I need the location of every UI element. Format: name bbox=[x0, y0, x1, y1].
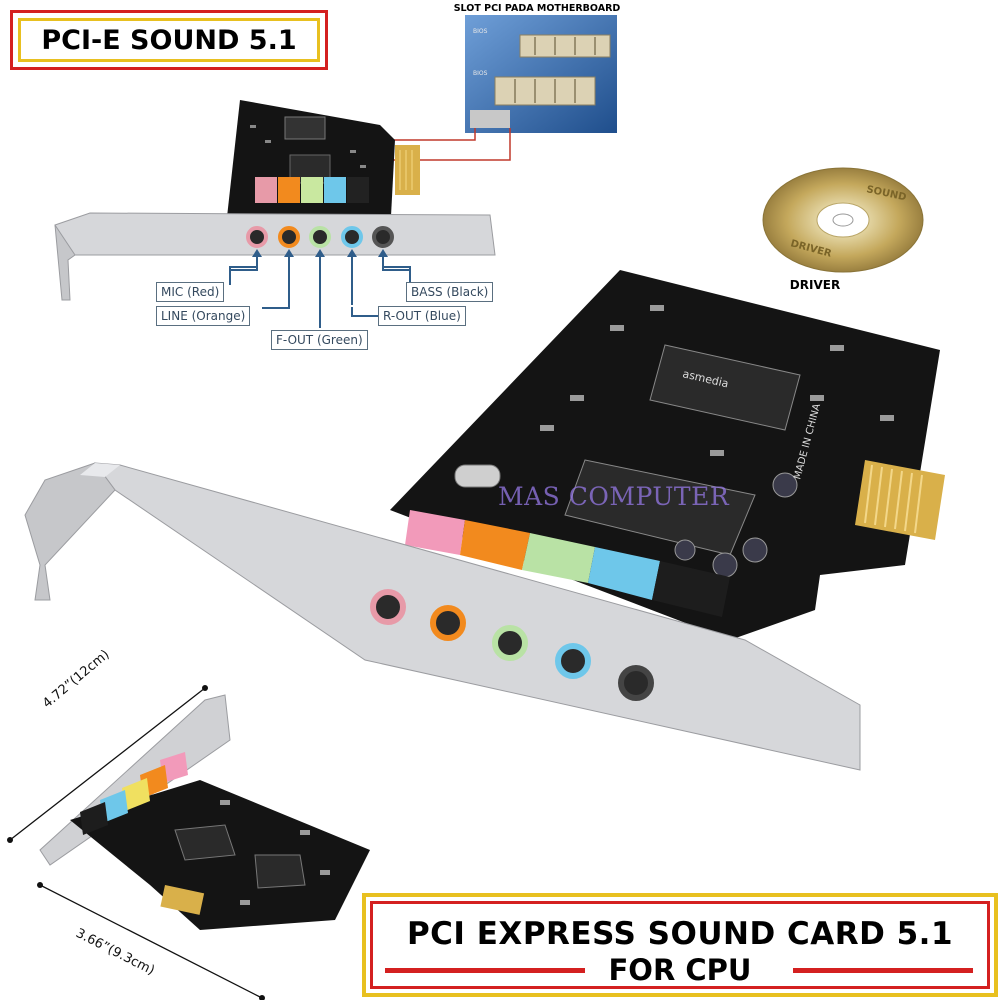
port-label-rear-out: R-OUT (Blue) bbox=[378, 306, 466, 326]
port-label-line: LINE (Orange) bbox=[156, 306, 251, 326]
banner-title: PCI EXPRESS SOUND CARD 5.1 bbox=[406, 916, 954, 952]
product-banner: PCI EXPRESS SOUND CARD 5.1 FOR CPU bbox=[362, 893, 998, 997]
watermark-text: MAS COMPUTER bbox=[498, 482, 730, 511]
slot-pointer-lines bbox=[380, 128, 511, 161]
banner-rule-left bbox=[385, 968, 585, 973]
banner-subtitle: FOR CPU bbox=[608, 953, 752, 987]
motherboard-slot-photo: BIOS BIOS bbox=[465, 15, 617, 133]
svg-text:BIOS: BIOS bbox=[473, 70, 488, 77]
svg-text:BIOS: BIOS bbox=[473, 28, 488, 35]
port-label-front-out: F-OUT (Green) bbox=[271, 330, 368, 350]
port-label-lines bbox=[229, 267, 411, 328]
port-label-mic: MIC (Red) bbox=[156, 282, 225, 302]
driver-disc-image: SOUND DRIVER bbox=[762, 167, 924, 273]
product-banner-inner: PCI EXPRESS SOUND CARD 5.1 FOR CPU bbox=[370, 901, 990, 989]
slot-caption: SLOT PCI PADA MOTHERBOARD bbox=[453, 3, 621, 14]
dimension-sound-card-image bbox=[7, 685, 370, 1000]
banner-rule-right bbox=[793, 968, 973, 973]
title-text: PCI-E SOUND 5.1 bbox=[18, 18, 320, 62]
main-sound-card-image: asmedia MADE IN CHINA bbox=[24, 270, 945, 771]
top-sound-card-image bbox=[54, 100, 496, 305]
driver-label: DRIVER bbox=[789, 278, 841, 292]
port-label-bass: BASS (Black) bbox=[406, 282, 494, 302]
title-badge: PCI-E SOUND 5.1 bbox=[10, 10, 328, 70]
